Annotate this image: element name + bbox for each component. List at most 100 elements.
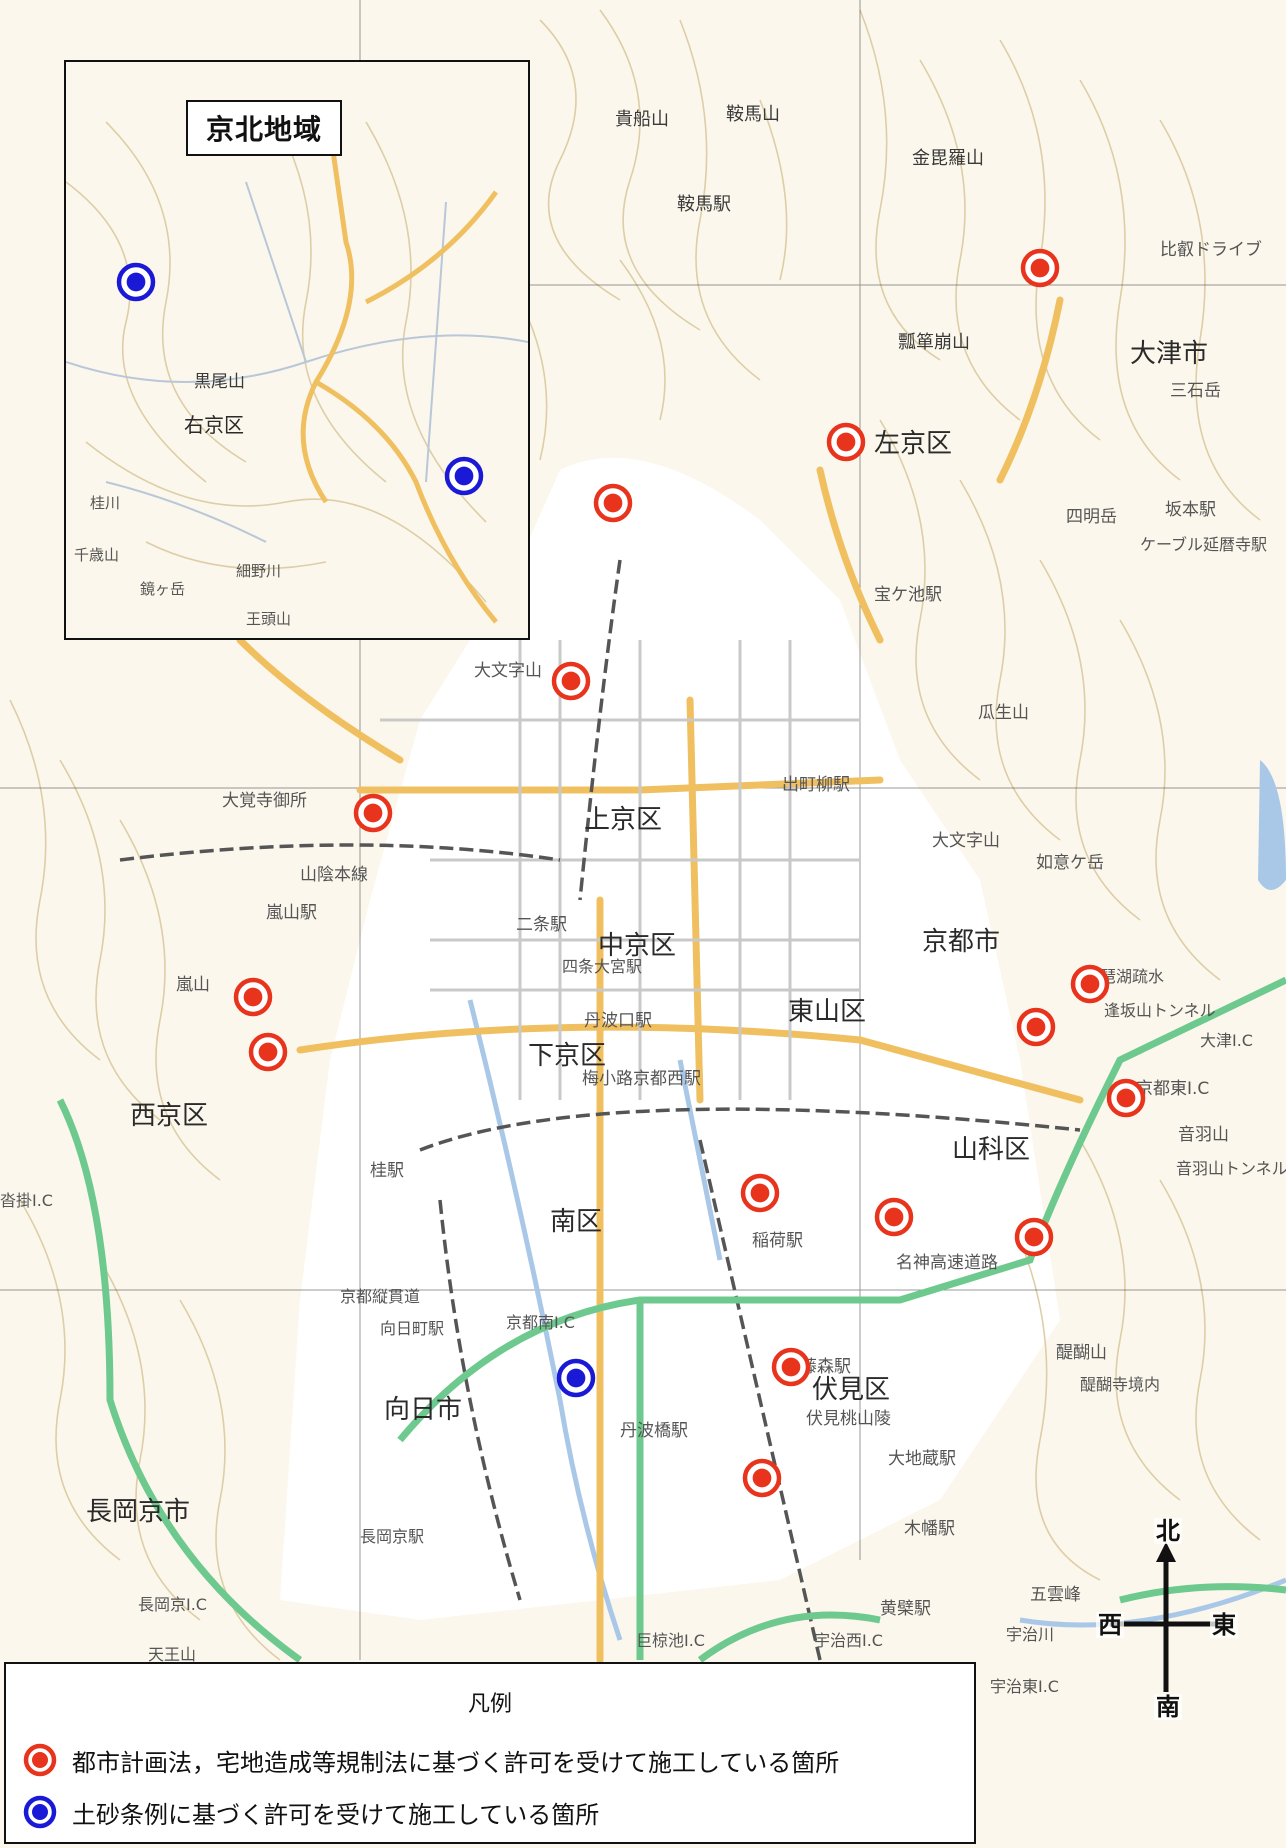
label-daikakuji: 大覚寺御所 bbox=[222, 791, 307, 811]
label-kurama-yama: 鞍馬山 bbox=[726, 104, 780, 125]
label-fushimi: 伏見区 bbox=[812, 1375, 890, 1405]
label-nagaokakyo: 長岡京市 bbox=[86, 1497, 190, 1527]
label-nishikyo: 西京区 bbox=[130, 1101, 208, 1131]
red-site-marker[interactable] bbox=[593, 483, 633, 523]
label-kutsukake: 沓掛I.C bbox=[0, 1191, 53, 1210]
inset-label-katsura-river: 桂川 bbox=[90, 494, 120, 512]
label-nijo: 二条駅 bbox=[516, 915, 567, 935]
urban-area bbox=[280, 457, 1060, 1620]
label-shijo-omiya: 四条大宮駅 bbox=[562, 957, 642, 976]
inset-label-ukyo: 右京区 bbox=[184, 413, 244, 437]
label-momoyama: 伏見桃山陵 bbox=[806, 1409, 891, 1429]
site-markers bbox=[233, 248, 1146, 1498]
label-kohata: 木幡駅 bbox=[904, 1519, 955, 1539]
red-site-marker[interactable] bbox=[233, 977, 273, 1017]
label-daimonji-w: 大文字山 bbox=[474, 661, 542, 681]
inset-title-box: 京北地域 bbox=[186, 100, 343, 156]
blue-site-marker[interactable] bbox=[444, 456, 484, 496]
blue-site-marker[interactable] bbox=[116, 262, 156, 302]
inset-markers bbox=[116, 262, 484, 496]
label-cable-enryakuji: ケーブル延暦寺駅 bbox=[1140, 535, 1267, 554]
compass: 北 西 東 南 bbox=[1096, 1518, 1246, 1724]
place-labels: 貴船山 鞍馬山 鞍馬駅 金毘羅山 比叡ドライブ 瓢箪崩山 大津市 三石岳 左京区… bbox=[0, 104, 1286, 1696]
legend: 凡例 都市計画法，宅地造成等規制法に基づく許可を受けて施工している箇所 土砂条例… bbox=[4, 1662, 976, 1844]
railways bbox=[119, 559, 1081, 1661]
label-yamashina: 山科区 bbox=[952, 1135, 1030, 1165]
red-site-marker[interactable] bbox=[826, 422, 866, 462]
label-konpira: 金毘羅山 bbox=[912, 148, 984, 169]
streets bbox=[380, 640, 860, 1100]
compass-arrow-icon bbox=[1110, 1542, 1222, 1692]
label-sakamoto: 坂本駅 bbox=[1165, 500, 1216, 520]
inset-label-kumagatake: 鏡ヶ岳 bbox=[140, 580, 185, 598]
label-demachi: 出町柳駅 bbox=[782, 775, 850, 795]
label-minami: 南区 bbox=[550, 1207, 602, 1237]
label-urin: 瓜生山 bbox=[978, 703, 1029, 723]
label-muko: 向日市 bbox=[384, 1395, 462, 1425]
label-kyoto-city: 京都市 bbox=[922, 927, 1000, 957]
label-arashiyama-eki: 嵐山駅 bbox=[266, 903, 317, 923]
label-kurama-eki: 鞍馬駅 bbox=[677, 194, 731, 215]
inset-label-sento: 千歳山 bbox=[74, 546, 119, 564]
label-higashiyama: 東山区 bbox=[788, 997, 866, 1027]
label-uji-nishi: 宇治西I.C bbox=[814, 1631, 883, 1650]
red-site-marker[interactable] bbox=[1106, 1078, 1146, 1118]
label-fujinomori: 藤森駅 bbox=[800, 1357, 851, 1377]
label-tanbaguchi: 丹波口駅 bbox=[584, 1011, 652, 1031]
label-muko-eki: 向日町駅 bbox=[380, 1319, 444, 1338]
label-daigoji: 醍醐寺境内 bbox=[1080, 1375, 1160, 1394]
inset-map[interactable]: 黒尾山 右京区 千歳山 細野川 鏡ヶ岳 王頭山 桂川 京北地域 bbox=[64, 60, 530, 640]
label-shimeigatake: 四明岳 bbox=[1066, 507, 1117, 527]
label-kamigyo: 上京区 bbox=[584, 805, 662, 835]
label-otowa: 音羽山 bbox=[1178, 1125, 1229, 1145]
label-hiei-drive: 比叡ドライブ bbox=[1160, 239, 1262, 260]
label-sakyo: 左京区 bbox=[874, 429, 952, 459]
label-inari: 稲荷駅 bbox=[752, 1231, 803, 1251]
label-nagaokakyo-ic: 長岡京I.C bbox=[138, 1595, 207, 1614]
compass-north: 北 bbox=[1154, 1517, 1182, 1545]
red-site-marker[interactable] bbox=[771, 1347, 811, 1387]
inset-canvas: 黒尾山 右京区 千歳山 細野川 鏡ヶ岳 王頭山 桂川 bbox=[66, 62, 528, 638]
red-site-marker[interactable] bbox=[248, 1032, 288, 1072]
label-ujigawa: 宇治川 bbox=[1006, 1625, 1054, 1644]
label-sanin: 山陰本線 bbox=[300, 865, 368, 885]
red-site-marker[interactable] bbox=[1016, 1007, 1056, 1047]
red-site-marker[interactable] bbox=[1070, 964, 1110, 1004]
label-otsu-ic: 大津I.C bbox=[1200, 1031, 1253, 1050]
red-site-marker[interactable] bbox=[1020, 248, 1060, 288]
label-nyoigatake: 如意ケ岳 bbox=[1036, 853, 1104, 873]
label-osaka-tunnel: 逢坂山トンネル bbox=[1104, 1001, 1216, 1020]
red-site-marker[interactable] bbox=[551, 661, 591, 701]
red-circle-icon bbox=[23, 1743, 57, 1777]
expressways bbox=[56, 976, 1286, 1663]
label-otsu: 大津市 bbox=[1130, 339, 1208, 369]
red-site-marker[interactable] bbox=[740, 1173, 780, 1213]
legend-label-blue: 土砂条例に基づく許可を受けて施工している箇所 bbox=[72, 1800, 600, 1829]
red-site-marker[interactable] bbox=[353, 793, 393, 833]
label-daimonji-e: 大文字山 bbox=[932, 831, 1000, 851]
legend-label-red: 都市計画法，宅地造成等規制法に基づく許可を受けて施工している箇所 bbox=[72, 1748, 840, 1777]
compass-east: 東 bbox=[1210, 1611, 1238, 1639]
red-site-marker[interactable] bbox=[742, 1458, 782, 1498]
red-site-marker[interactable] bbox=[874, 1197, 914, 1237]
compass-south: 南 bbox=[1154, 1693, 1182, 1721]
label-goun: 五雲峰 bbox=[1030, 1585, 1081, 1605]
label-kyoto-jukan: 京都縦貫道 bbox=[340, 1287, 420, 1306]
label-mitsuishi: 三石岳 bbox=[1170, 381, 1221, 401]
rivers bbox=[467, 999, 1286, 1641]
blue-site-marker[interactable] bbox=[556, 1358, 596, 1398]
label-meishin: 名神高速道路 bbox=[896, 1253, 998, 1273]
label-nagaoka-eki: 長岡京駅 bbox=[360, 1527, 424, 1546]
label-ogura: 大地蔵駅 bbox=[888, 1449, 956, 1469]
label-shimogyo: 下京区 bbox=[528, 1041, 606, 1071]
red-site-marker[interactable] bbox=[1014, 1217, 1054, 1257]
inset-label-kuroo: 黒尾山 bbox=[194, 372, 245, 392]
legend-title: 凡例 bbox=[467, 1692, 512, 1717]
inset-title: 京北地域 bbox=[206, 113, 323, 146]
lake bbox=[1258, 760, 1286, 890]
label-kibune: 貴船山 bbox=[615, 109, 669, 130]
legend-item-blue: 土砂条例に基づく許可を受けて施工している箇所 bbox=[22, 1794, 599, 1830]
inset-label-hosono: 細野川 bbox=[236, 562, 281, 580]
